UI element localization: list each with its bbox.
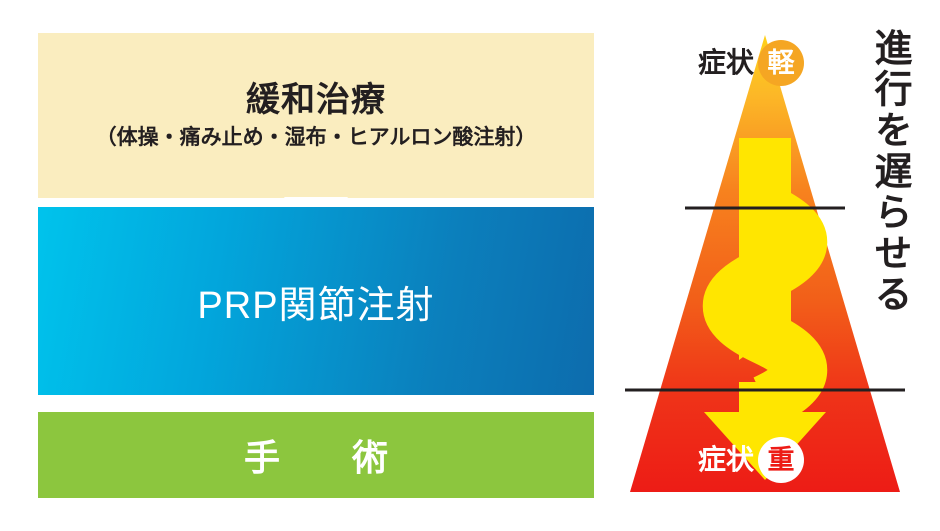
palliative-subtitle: （体操・痛み止め・湿布・ヒアルロン酸注射）: [95, 125, 537, 149]
treatment-box-palliative: 緩和治療 （体操・痛み止め・湿布・ヒアルロン酸注射）: [38, 33, 594, 198]
arrow-wave-stroke: [703, 185, 827, 427]
surgery-title: 手 術: [243, 437, 406, 478]
progression-caption: 進行を遅らせる: [868, 28, 910, 315]
severity-badge-mild: 軽: [758, 40, 805, 86]
severity-label-mild: 症状 軽: [698, 40, 805, 86]
severity-label-severe-text: 症状: [698, 444, 755, 475]
treatment-box-prp: PRP関節注射: [38, 207, 594, 395]
prp-title: PRP関節注射: [197, 284, 435, 327]
severity-label-severe: 症状 重: [698, 437, 805, 483]
severity-badge-severe: 重: [758, 437, 805, 483]
arrow-stem-bottom: [739, 382, 791, 414]
palliative-title: 緩和治療: [246, 81, 386, 120]
severity-triangle-panel: 症状 軽 症状 重 進行を遅らせる: [600, 0, 940, 531]
treatment-ladder-panel: 緩和治療 （体操・痛み止め・湿布・ヒアルロン酸注射） PRP関節注射 手 術: [38, 33, 594, 498]
treatment-box-surgery: 手 術: [38, 412, 594, 498]
severity-label-mild-text: 症状: [698, 47, 755, 78]
